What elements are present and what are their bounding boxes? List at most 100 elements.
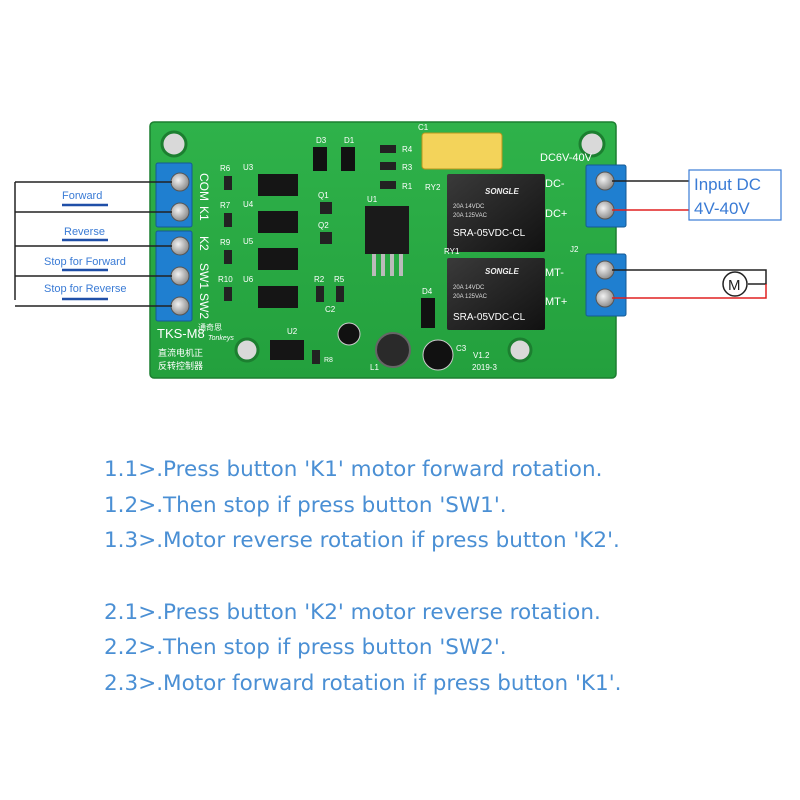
ic-u2 [270, 340, 304, 360]
instruction-2-1: 2.1>.Press button 'K2' motor reverse rot… [104, 599, 601, 625]
relay-part-2: SRA-05VDC-CL [453, 312, 526, 323]
ref-u2: U2 [287, 327, 298, 336]
board-model: TKS-M8 [157, 326, 205, 341]
input-dc-range: 4V-40V [694, 199, 750, 218]
resistor-r10 [224, 287, 232, 301]
motor-label: M [728, 277, 741, 294]
ref-c3: C3 [456, 344, 467, 353]
inductor-l1 [375, 332, 411, 368]
board-version: V1.2 [473, 351, 490, 360]
brand-en: Tonkeys [208, 335, 234, 342]
label-forward: Forward [62, 190, 102, 202]
terminal-label-dc-minus: DC- [545, 178, 565, 190]
input-dc-box [688, 169, 782, 221]
capacitor-c3 [422, 339, 454, 371]
ref-u4: U4 [243, 200, 254, 209]
relay-brand-1: SONGLE [485, 187, 519, 196]
ref-r5: R5 [334, 275, 345, 284]
terminal-label-sw2: SW2 [197, 293, 211, 319]
terminal-label-sw1: SW1 [197, 263, 211, 289]
relay-ry1: SONGLE 20A 14VDC 20A 125VAC SRA-05VDC-CL [447, 258, 545, 330]
relay-part-1: SRA-05VDC-CL [453, 228, 526, 239]
motor-wiring [612, 269, 767, 299]
resistor-r6 [224, 176, 232, 190]
resistor-r5 [336, 286, 344, 302]
ref-l1: L1 [370, 363, 379, 372]
instruction-1-3: 1.3>.Motor reverse rotation if press but… [104, 528, 620, 553]
terminal-label-k1: K1 [197, 206, 211, 221]
capacitor-c1 [421, 132, 503, 170]
ref-r9: R9 [220, 238, 231, 247]
wiring-diagram: C1 D3 D1 R4 R3 R1 Q1 Q2 U1 R2 R5 D4 [14, 121, 782, 379]
ref-r2: R2 [314, 275, 325, 284]
ref-d4: D4 [422, 287, 433, 296]
push-buttons [62, 203, 108, 301]
terminal-label-mt-minus: MT- [545, 267, 564, 279]
instruction-1-1: 1.1>.Press button 'K1' motor forward rot… [104, 457, 603, 482]
ref-q1: Q1 [318, 191, 329, 200]
mounting-holes [160, 130, 606, 363]
resistor-r2 [316, 286, 324, 302]
left-terminal-blocks [155, 162, 193, 322]
resistor-r3 [380, 162, 396, 170]
ref-u6: U6 [243, 275, 254, 284]
ref-ry2: RY2 [425, 183, 441, 192]
power-input-wiring [612, 180, 690, 211]
terminal-label-k2: K2 [197, 236, 211, 251]
desc-cn-1: 直流电机正 [158, 347, 203, 358]
label-reverse: Reverse [64, 226, 105, 238]
relay-brand-2: SONGLE [485, 267, 519, 276]
ref-u1: U1 [367, 195, 378, 204]
pcb-board: C1 D3 D1 R4 R3 R1 Q1 Q2 U1 R2 R5 D4 [149, 121, 617, 379]
transistor-q1 [320, 202, 332, 214]
ref-j2: J2 [570, 245, 579, 254]
brand-cn: 通奇思 [198, 322, 222, 332]
label-stop-reverse: Stop for Reverse [44, 283, 127, 295]
instruction-spacer [104, 559, 784, 595]
terminal-label-com: COM [197, 173, 211, 201]
ref-u5: U5 [243, 237, 254, 246]
ref-c1: C1 [418, 123, 429, 132]
ref-c2: C2 [325, 305, 336, 314]
resistor-r9 [224, 250, 232, 264]
left-terminal-labels: COM K1 K2 SW1 SW2 [197, 173, 211, 319]
regulator-u1 [365, 206, 409, 254]
ref-r6: R6 [220, 164, 231, 173]
ref-r7: R7 [220, 201, 231, 210]
ref-q2: Q2 [318, 221, 329, 230]
button-wiring [14, 181, 172, 307]
diode-d3 [313, 147, 327, 171]
resistor-r8 [312, 350, 320, 364]
desc-cn-2: 反转控制器 [158, 360, 203, 371]
ref-r3: R3 [402, 163, 413, 172]
ref-d1: D1 [344, 136, 355, 145]
ref-d3: D3 [316, 136, 327, 145]
relay-ry2: SONGLE 20A 14VDC 20A 125VAC SRA-05VDC-CL [447, 174, 545, 252]
transistor-q2 [320, 232, 332, 244]
ref-r1: R1 [402, 182, 413, 191]
ref-ry1: RY1 [444, 247, 460, 256]
capacitor-c2 [337, 322, 361, 346]
ref-r10: R10 [218, 275, 233, 284]
resistor-r1 [380, 181, 396, 189]
relay-rating-2b: 20A 125VAC [453, 294, 488, 300]
motor-symbol [722, 271, 748, 297]
button-labels: Forward Reverse Stop for Forward Stop fo… [44, 190, 127, 295]
instructions: 1.1>.Press button 'K1' motor forward rot… [104, 452, 784, 701]
relay-rating-1b: 20A 125VAC [453, 213, 488, 219]
diode-d1 [341, 147, 355, 171]
instruction-2-3: 2.3>.Motor forward rotation if press but… [104, 670, 622, 696]
relay-rating-1a: 20A 14VDC [453, 204, 485, 210]
label-stop-forward: Stop for Forward [44, 256, 126, 268]
optocouplers [258, 174, 298, 308]
terminal-label-dc-plus: DC+ [545, 208, 567, 220]
ref-r8: R8 [324, 357, 333, 364]
diode-d4 [421, 298, 435, 328]
resistor-r7 [224, 213, 232, 227]
ref-r4: R4 [402, 145, 413, 154]
instruction-2-2: 2.2>.Then stop if press button 'SW2'. [104, 635, 507, 660]
instruction-1-2: 1.2>.Then stop if press button 'SW1'. [104, 492, 507, 518]
resistor-r4 [380, 145, 396, 153]
terminal-label-mt-plus: MT+ [545, 296, 567, 308]
input-dc-title: Input DC [694, 175, 761, 194]
